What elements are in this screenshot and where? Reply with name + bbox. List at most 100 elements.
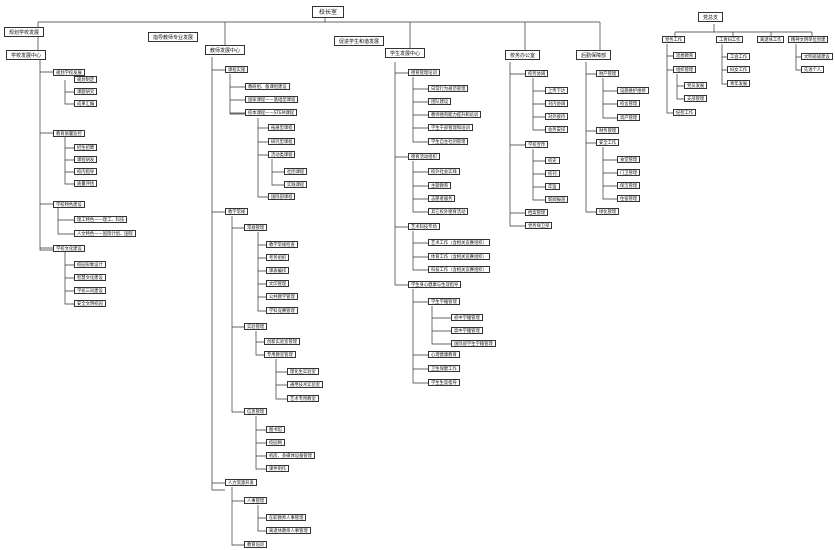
div1-item: 成果汇编 (74, 100, 98, 107)
div1-group: 规划学校发展 (53, 69, 85, 76)
div3-title: 学生发展中心 (385, 48, 426, 58)
div3-item: 志愿者服务 (428, 195, 456, 202)
div5-group: 财产管理 (596, 70, 620, 77)
div2-item: 教学常规检查 (266, 241, 298, 248)
div5-item: 资产管理 (617, 114, 641, 121)
div4-item: 档案管理 (525, 209, 549, 216)
div3-item: 卫生保健工作 (428, 365, 460, 372)
div2-tag: 指导教师专业发展 (148, 32, 199, 42)
div1-item: 安全文明校园 (74, 300, 106, 307)
div1-group: 学校文化建设 (53, 245, 85, 252)
party-item: 妇女工作 (727, 66, 751, 73)
div1-group: 教育质量监控 (53, 130, 85, 137)
div2-item: 校本课程——STEM课程 (245, 109, 298, 116)
div3-item: 艺术工作（含相关竞赛组织） (428, 239, 490, 246)
div3-group: 艺术科技专场 (408, 223, 440, 230)
div1-tag: 规划学校发展 (4, 27, 45, 37)
div5-group: 安全工作 (596, 139, 620, 146)
div2-item: 在职教师人事管理 (266, 514, 307, 521)
div4-title: 校务办公室 (505, 50, 541, 60)
div1-title: 学校发展中心 (6, 50, 47, 60)
div2-item: 图书馆 (266, 426, 285, 433)
div2-group: 常规管理 (244, 224, 268, 231)
party-group: 党务工作 (662, 36, 686, 43)
div3-item: 学生自主社团管理 (428, 138, 469, 145)
div2-item: 机房、多媒体设备管理 (266, 452, 315, 459)
div3-item: 科技工作（含相关竞赛组织） (428, 266, 490, 273)
div2-item: 教育培训 (244, 541, 268, 548)
div5-item: 食堂管理 (617, 156, 641, 163)
div2-group: 教学常规 (225, 208, 249, 215)
div2-item: 活动类课程 (268, 151, 296, 158)
party-title: 党总支 (698, 12, 724, 22)
div3-item: 学生学籍管理 (428, 298, 460, 305)
div3-item: 初中学籍管理 (451, 314, 483, 321)
div3-item: 心理健康教育 (428, 351, 460, 358)
div2-item: 教研组、备课组建设 (245, 83, 290, 90)
div4-item: 年鉴 (545, 183, 560, 190)
div2-item: 学科竞赛管理 (266, 307, 298, 314)
party-item: 思想教育 (673, 52, 697, 59)
div2-item: 考务组织 (266, 254, 290, 261)
div2-item: 校园网 (266, 439, 285, 446)
div4-item: 会务安排 (545, 126, 569, 133)
principal-office-box: 校长室 (312, 6, 345, 18)
div5-item: 住宿管理 (617, 195, 641, 202)
party-item: 文明班级建设 (801, 53, 833, 60)
div3-item: 团队建设 (428, 98, 452, 105)
div1-item: 校园形象设计 (74, 261, 106, 268)
div4-item: 对内协调 (545, 100, 569, 107)
div1-group: 学校特色建设 (53, 201, 85, 208)
div2-item: 文印管理 (266, 280, 290, 287)
div5-item: 门卫管理 (617, 169, 641, 176)
div2-item: 人事管理 (244, 497, 268, 504)
party-item: 组织管理 (673, 66, 697, 73)
div1-item: 质量评估 (74, 180, 98, 187)
div2-item: 社团课程 (284, 168, 308, 175)
div2-title: 教师发展中心 (205, 45, 246, 55)
div4-item: 校刊 (545, 170, 560, 177)
div3-group: 德育活动组织 (408, 153, 440, 160)
div2-item: 创新实验室管理 (264, 338, 301, 345)
div4-group: 校务协调 (525, 70, 549, 77)
div2-item: 通用技术实验室 (287, 381, 324, 388)
div4-item: 上传下达 (545, 87, 569, 94)
div3-item: 学生干部管理和培训 (428, 124, 473, 131)
div2-group: 人力资源开发 (225, 479, 257, 486)
div2-item: 公共教学管理 (266, 293, 298, 300)
party-group: 工青妇工作 (716, 36, 744, 43)
party-item: 青年发展 (727, 80, 751, 87)
div1-item: 课程研发 (74, 156, 98, 163)
div2-item: 离退休教师人事管理 (266, 527, 311, 534)
div2-group: 实验管理 (244, 323, 268, 330)
party-group: 离退休工作 (757, 36, 785, 43)
div2-item: 理化生实验室 (287, 368, 319, 375)
div3-item: 高中学籍管理 (451, 327, 483, 334)
div5-item: 设施维护维修 (617, 87, 649, 94)
div3-group: 学生身心健康与生涯指导 (408, 281, 462, 288)
div4-item: 对外接待 (545, 113, 569, 120)
div3-item: 日常行为规范管理 (428, 85, 469, 92)
div4-item: 校史 (545, 157, 560, 164)
div1-item: 课题研究 (74, 88, 98, 95)
div2-item: 专用教室管理 (264, 351, 296, 358)
div3-tag: 促进学生和谐发展 (334, 36, 385, 46)
party-item: 先进个人 (801, 66, 825, 73)
div4-group: 学校宣传 (525, 141, 549, 148)
div1-item: 人文特色——国际计划、国际 (74, 230, 136, 237)
div5-item: 财务管理 (596, 127, 620, 134)
div2-item: 课件制作 (266, 465, 290, 472)
div2-item: 国家课程——基础型课程 (245, 96, 299, 103)
div5-item: 校舍管理 (617, 100, 641, 107)
party-item: 支部管理 (684, 95, 708, 102)
div2-item: 课表编排 (266, 267, 290, 274)
div5-item: 绿化管理 (596, 208, 620, 215)
div3-item: 教师德育能力提升和培训 (428, 111, 482, 118)
div3-item: 主题教育 (428, 182, 452, 189)
div2-item: 国际部课程 (268, 193, 296, 200)
div3-group: 德育管理培训 (408, 69, 440, 76)
div2-item: 艺术专用教室 (287, 395, 319, 402)
div1-item: 招生招聘 (74, 144, 98, 151)
